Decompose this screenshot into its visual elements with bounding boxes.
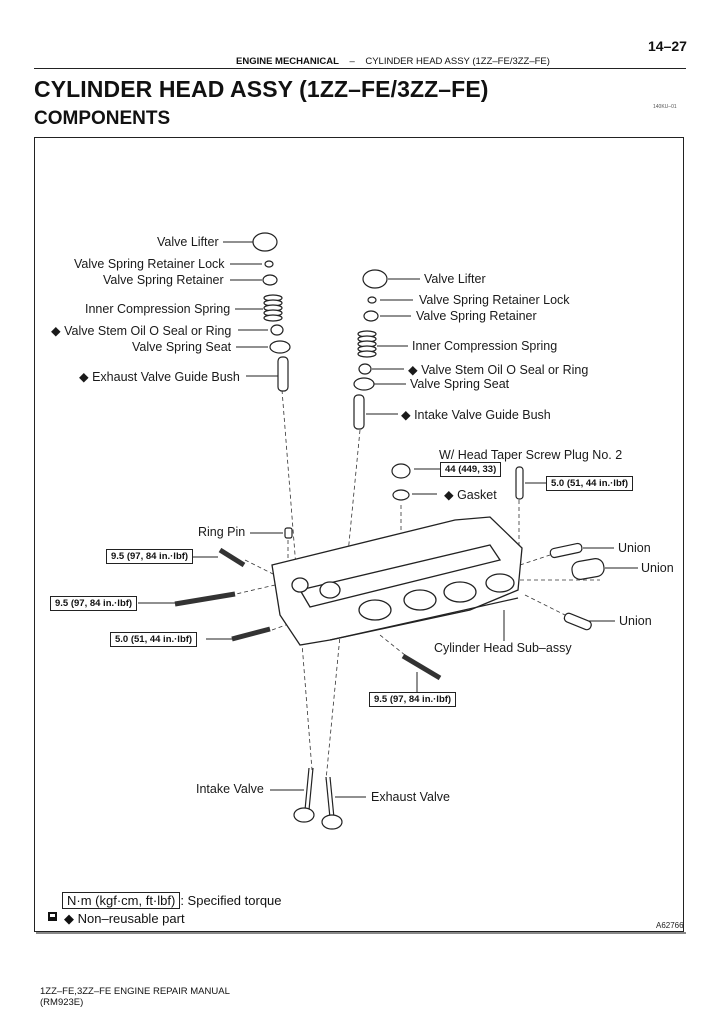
valve-lifter-part — [362, 269, 388, 289]
spring-part — [357, 330, 377, 358]
label-intake-retainer: Valve Spring Retainer — [416, 309, 537, 323]
spring-seat-part — [269, 340, 291, 354]
guide-bush-part — [277, 356, 289, 392]
legend-torque-unit: N·m (kgf·cm, ft·lbf) — [62, 892, 181, 909]
legend-torque: N·m (kgf·cm, ft·lbf): Specified torque — [62, 892, 282, 910]
figure-frame — [34, 137, 684, 932]
alignment-line — [379, 634, 406, 656]
union-part — [563, 612, 592, 631]
torque-spec-stud-1: 9.5 (97, 84 in.·lbf) — [106, 549, 194, 564]
label-gasket: ◆ Gasket — [444, 488, 497, 502]
spring-part — [263, 294, 283, 322]
label-intake-retainer-lock: Valve Spring Retainer Lock — [419, 293, 570, 307]
retainer-part — [262, 274, 278, 286]
stud-part — [401, 653, 442, 681]
label-exhaust-oil-seal: ◆ Valve Stem Oil O Seal or Ring — [51, 324, 232, 338]
alignment-line — [524, 594, 566, 616]
taper-plug-part — [391, 463, 411, 479]
exhaust-valve-part — [321, 776, 343, 830]
oil-seal-part — [358, 363, 372, 375]
label-union-2: Union — [641, 561, 674, 575]
figure-id: A62766 — [656, 921, 684, 930]
gasket-part — [392, 489, 410, 501]
label-union-3: Union — [619, 614, 652, 628]
retainer-lock-part — [264, 260, 274, 268]
label-ring-pin: Ring Pin — [198, 525, 246, 539]
page-subtitle: COMPONENTS — [34, 108, 171, 129]
running-header-subsection: CYLINDER HEAD ASSY (1ZZ–FE/3ZZ–FE) — [365, 56, 550, 67]
guide-bush-part — [353, 394, 365, 430]
label-exhaust-spring-seat: Valve Spring Seat — [132, 340, 232, 354]
running-header-separator: – — [349, 56, 355, 67]
ring-pin-part — [284, 527, 293, 539]
stud-part — [218, 547, 246, 568]
oil-seal-part — [270, 324, 284, 336]
torque-spec-stud-2: 9.5 (97, 84 in.·lbf) — [50, 596, 138, 611]
label-intake-oil-seal: ◆ Valve Stem Oil O Seal or Ring — [408, 363, 589, 377]
label-exhaust-retainer: Valve Spring Retainer — [103, 273, 224, 287]
label-exhaust-valve: Exhaust Valve — [371, 790, 450, 804]
label-intake-guide-bush: ◆ Intake Valve Guide Bush — [401, 408, 551, 422]
legend-torque-desc: : Specified torque — [180, 893, 282, 908]
footer-manual-code: (RM923E) — [40, 997, 84, 1008]
page-number: 14–27 — [648, 38, 687, 54]
book-icon — [48, 912, 57, 921]
running-header-section: ENGINE MECHANICAL — [236, 56, 339, 67]
spring-seat-part — [353, 377, 375, 391]
label-intake-valve: Intake Valve — [196, 782, 264, 796]
union-part — [571, 558, 605, 580]
stud-part — [231, 626, 271, 642]
torque-spec-stud-3: 5.0 (51, 44 in.·lbf) — [110, 632, 198, 647]
retainer-part — [363, 310, 379, 322]
label-exhaust-retainer-lock: Valve Spring Retainer Lock — [74, 257, 225, 271]
footer: 1ZZ–FE,3ZZ–FE ENGINE REPAIR MANUAL (RM92… — [40, 986, 230, 1008]
torque-spec-plug: 44 (449, 33) — [440, 462, 502, 477]
torque-spec-stud-right: 5.0 (51, 44 in.·lbf) — [546, 476, 634, 491]
legend-nonreusable: ◆ Non–reusable part — [64, 911, 185, 926]
page-title: CYLINDER HEAD ASSY (1ZZ–FE/3ZZ–FE) — [34, 76, 489, 102]
label-intake-spring-seat: Valve Spring Seat — [410, 377, 510, 391]
alignment-line — [244, 559, 276, 576]
footer-manual-title: 1ZZ–FE,3ZZ–FE ENGINE REPAIR MANUAL — [40, 986, 230, 997]
running-header: ENGINE MECHANICAL – CYLINDER HEAD ASSY (… — [236, 56, 550, 67]
figure-frame-shadow — [36, 932, 686, 934]
header-rule — [34, 68, 686, 69]
retainer-lock-part — [367, 296, 377, 304]
torque-spec-stud-4: 9.5 (97, 84 in.·lbf) — [369, 692, 457, 707]
union-part — [549, 542, 583, 559]
intake-valve-part — [293, 767, 315, 823]
figure-ref-top: 140KU–01 — [653, 104, 677, 110]
label-intake-spring: Inner Compression Spring — [412, 339, 558, 353]
stud-part — [174, 591, 236, 607]
label-taper-plug-note: W/ Head Taper Screw Plug No. 2 — [439, 448, 623, 462]
stud-part — [515, 466, 524, 500]
valve-lifter-part — [252, 232, 278, 252]
label-intake-valve-lifter: Valve Lifter — [424, 272, 486, 286]
label-exhaust-guide-bush: ◆ Exhaust Valve Guide Bush — [79, 370, 240, 384]
alignment-line — [519, 554, 551, 566]
label-exhaust-spring: Inner Compression Spring — [85, 302, 231, 316]
cylinder-head-part — [271, 516, 523, 646]
label-exhaust-valve-lifter: Valve Lifter — [157, 235, 219, 249]
label-union-1: Union — [618, 541, 651, 555]
label-cylinder-head: Cylinder Head Sub–assy — [434, 641, 572, 655]
